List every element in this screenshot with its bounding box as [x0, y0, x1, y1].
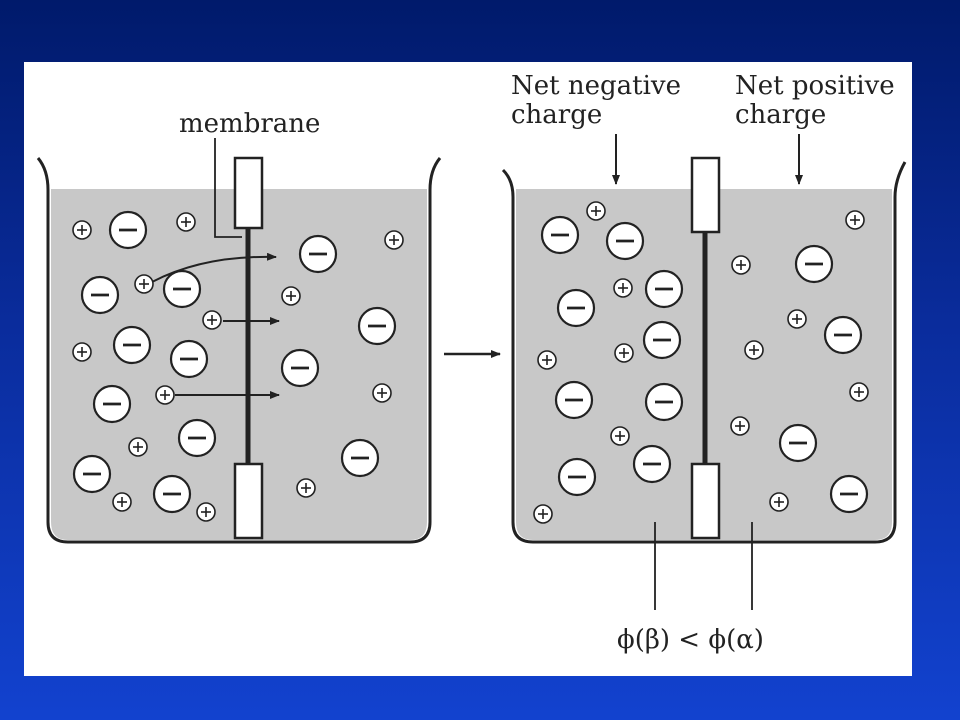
minus-circle-icon	[554, 380, 594, 420]
minus-circle-icon	[605, 221, 645, 261]
diagram: membrane Net negative charge	[36, 71, 907, 655]
plus-circle-icon	[614, 343, 634, 363]
plus-circle-icon	[176, 212, 196, 232]
plus-circle-icon	[372, 383, 392, 403]
plus-circle-icon	[731, 255, 751, 275]
net-negative-label-line-1: Net negative	[511, 71, 681, 101]
minus-circle-icon	[162, 269, 202, 309]
plus-circle-icon	[849, 382, 869, 402]
minus-circle-icon	[829, 474, 869, 514]
minus-circle-icon	[632, 444, 672, 484]
left-membrane-lower-clamp	[233, 462, 264, 540]
plus-circle-icon	[845, 210, 865, 230]
minus-circle-icon	[540, 215, 580, 255]
minus-circle-icon	[298, 234, 338, 274]
plus-circle-icon	[533, 504, 553, 524]
plus-circle-icon	[744, 340, 764, 360]
minus-circle-icon	[557, 457, 597, 497]
plus-circle-icon	[537, 350, 557, 370]
minus-circle-icon	[169, 339, 209, 379]
plus-circle-icon	[281, 286, 301, 306]
right-membrane-lower-clamp	[690, 462, 721, 540]
plus-circle-icon	[72, 342, 92, 362]
minus-circle-icon	[794, 244, 834, 284]
plus-circle-icon	[72, 220, 92, 240]
minus-circle-icon	[92, 384, 132, 424]
left-beaker: membrane	[36, 109, 442, 544]
minus-circle-icon	[823, 315, 863, 355]
minus-circle-icon	[280, 348, 320, 388]
right-beaker: Net negative charge Net positive charge …	[501, 71, 907, 655]
plus-circle-icon	[384, 230, 404, 250]
plus-circle-icon	[787, 309, 807, 329]
minus-circle-icon	[177, 418, 217, 458]
net-positive-label-line-2: charge	[735, 100, 826, 130]
plus-circle-icon	[155, 385, 175, 405]
plus-circle-icon	[196, 502, 216, 522]
plus-circle-icon	[769, 492, 789, 512]
minus-circle-icon	[644, 269, 684, 309]
plus-circle-icon	[610, 426, 630, 446]
minus-circle-icon	[108, 210, 148, 250]
net-positive-label-line-1: Net positive	[735, 71, 895, 101]
right-beaker-outline	[501, 161, 907, 544]
minus-circle-icon	[357, 306, 397, 346]
plus-circle-icon	[613, 278, 633, 298]
minus-circle-icon	[112, 325, 152, 365]
minus-circle-icon	[778, 423, 818, 463]
ion-path-arrow-1	[151, 252, 277, 283]
plus-circle-icon	[586, 201, 606, 221]
left-membrane-upper-clamp	[233, 156, 264, 230]
minus-circle-icon	[642, 320, 682, 360]
plus-circle-icon	[730, 416, 750, 436]
plus-circle-icon	[128, 437, 148, 457]
membrane-label: membrane	[179, 109, 320, 139]
plus-circle-icon	[202, 310, 222, 330]
minus-circle-icon	[72, 454, 112, 494]
minus-circle-icon	[644, 382, 684, 422]
left-beaker-outline	[36, 157, 442, 544]
minus-circle-icon	[152, 474, 192, 514]
minus-circle-icon	[340, 438, 380, 478]
membrane-leader-line	[214, 138, 242, 238]
right-membrane-upper-clamp	[690, 156, 721, 234]
net-negative-label-line-2: charge	[511, 100, 602, 130]
plus-circle-icon	[296, 478, 316, 498]
minus-circle-icon	[556, 288, 596, 328]
potential-relation: ϕ(β) < ϕ(α)	[617, 625, 764, 655]
minus-circle-icon	[80, 275, 120, 315]
diagram-panel: membrane Net negative charge	[24, 62, 912, 676]
plus-circle-icon	[112, 492, 132, 512]
plus-circle-icon	[134, 274, 154, 294]
